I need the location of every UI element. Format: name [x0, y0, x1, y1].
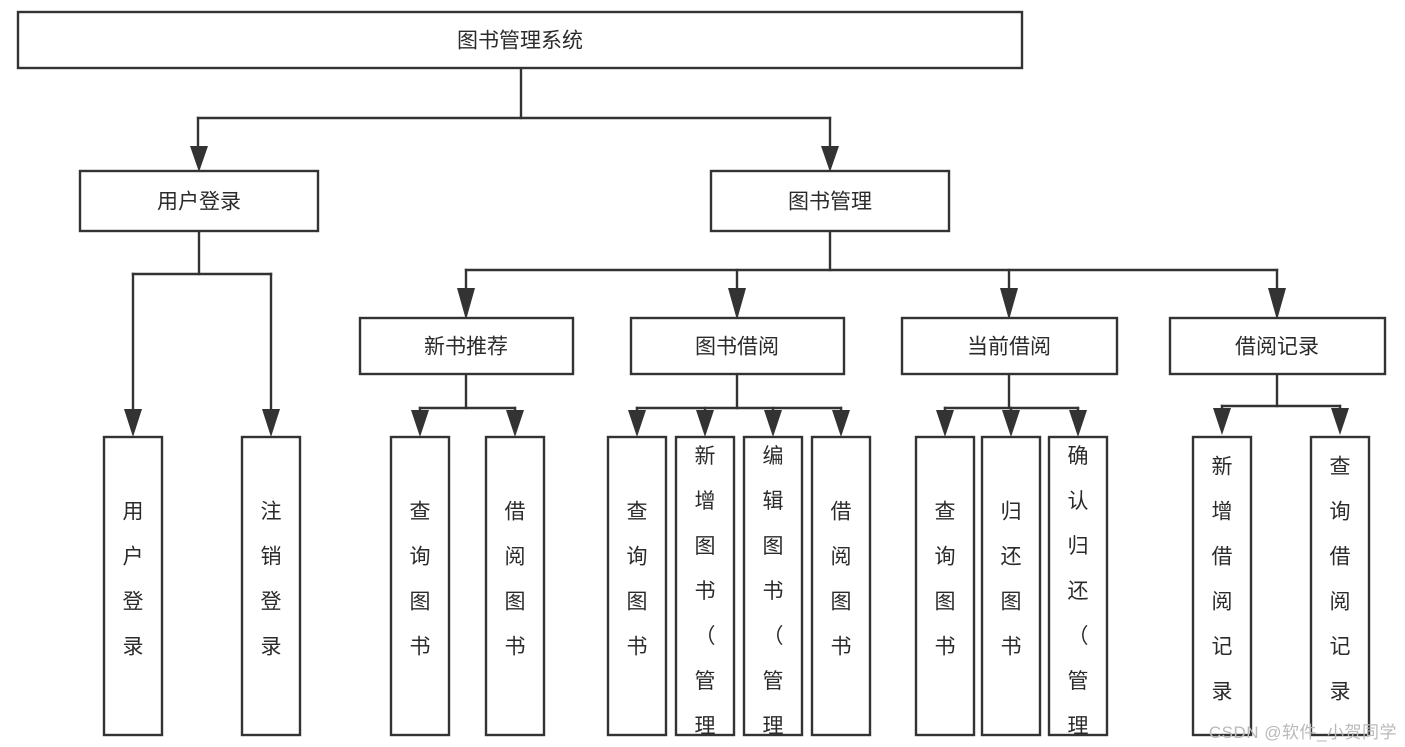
- leaf-label: 借阅图书: [505, 501, 526, 659]
- leaf-box[interactable]: [980, 435, 1042, 737]
- leaf-leaf-borrow-book-1[interactable]: 借阅图书: [484, 435, 546, 737]
- leaf-box[interactable]: [102, 435, 164, 737]
- leaf-leaf-confirm-return[interactable]: 确认归还（管理员）: [1047, 435, 1109, 747]
- leaf-label: 查询借阅记录: [1330, 456, 1351, 704]
- leaf-box[interactable]: [1309, 435, 1371, 737]
- node-new-book-recommend[interactable]: 新书推荐: [358, 316, 575, 376]
- node-user-login-label: 用户登录: [157, 191, 241, 214]
- leaf-box[interactable]: [389, 435, 451, 737]
- leaf-leaf-logout-login[interactable]: 注销登录: [240, 435, 302, 737]
- leaf-box[interactable]: [674, 435, 736, 737]
- node-book-manage-label: 图书管理: [788, 191, 872, 214]
- node-user-login[interactable]: 用户登录: [78, 169, 320, 233]
- leaf-box[interactable]: [742, 435, 804, 737]
- leaf-leaf-query-book-1[interactable]: 查询图书: [389, 435, 451, 737]
- leaf-box[interactable]: [606, 435, 668, 737]
- node-borrow-record-box[interactable]: [1168, 316, 1387, 376]
- node-user-login-box[interactable]: [78, 169, 320, 233]
- leaf-box[interactable]: [810, 435, 872, 737]
- node-borrow-record[interactable]: 借阅记录: [1168, 316, 1387, 376]
- leaf-label: 归还图书: [1001, 501, 1022, 659]
- leaf-label: 查询图书: [935, 501, 956, 659]
- leaf-box[interactable]: [484, 435, 546, 737]
- node-book-borrow-label: 图书借阅: [695, 336, 779, 359]
- leaf-label: 注销登录: [261, 501, 282, 659]
- leaf-node-layer: 用户登录 注销登录 查询图书 借阅图书 查询图书 新增图书（管理员） 编辑图书（管理员） 借阅…: [102, 435, 1371, 747]
- node-current-borrow[interactable]: 当前借阅: [900, 316, 1119, 376]
- leaf-box[interactable]: [240, 435, 302, 737]
- root-box[interactable]: [16, 10, 1024, 70]
- watermark-text: CSDN @软件_小贺同学: [1208, 723, 1397, 742]
- leaf-box[interactable]: [1047, 435, 1109, 737]
- leaf-leaf-query-book-2[interactable]: 查询图书: [606, 435, 668, 737]
- leaf-leaf-add-book[interactable]: 新增图书（管理员）: [674, 435, 736, 747]
- leaf-label: 查询图书: [410, 501, 431, 659]
- node-root-book-management-system[interactable]: 图书管理系统: [16, 10, 1024, 70]
- leaf-leaf-add-record[interactable]: 新增借阅记录: [1191, 435, 1253, 737]
- leaf-label: 查询图书: [627, 501, 648, 659]
- leaf-label: 用户登录: [123, 501, 144, 659]
- leaf-label: 借阅图书: [831, 501, 852, 659]
- leaf-leaf-return-book[interactable]: 归还图书: [980, 435, 1042, 737]
- leaf-label: 新增借阅记录: [1212, 456, 1233, 704]
- node-borrow-record-label: 借阅记录: [1235, 336, 1319, 359]
- leaf-label: 新增图书（管理员）: [695, 445, 716, 747]
- leaf-label: 编辑图书（管理员）: [763, 445, 784, 747]
- leaf-leaf-borrow-book-2[interactable]: 借阅图书: [810, 435, 872, 737]
- node-current-borrow-box[interactable]: [900, 316, 1119, 376]
- node-book-borrow[interactable]: 图书借阅: [629, 316, 846, 376]
- node-book-manage[interactable]: 图书管理: [709, 169, 951, 233]
- node-new-book-recommend-box[interactable]: [358, 316, 575, 376]
- arrow-heads: [124, 146, 1349, 437]
- leaf-leaf-query-book-3[interactable]: 查询图书: [914, 435, 976, 737]
- leaf-leaf-query-record[interactable]: 查询借阅记录: [1309, 435, 1371, 737]
- leaf-box[interactable]: [1191, 435, 1253, 737]
- leaf-leaf-edit-book[interactable]: 编辑图书（管理员）: [742, 435, 804, 747]
- node-book-borrow-box[interactable]: [629, 316, 846, 376]
- leaf-box[interactable]: [914, 435, 976, 737]
- node-book-manage-box[interactable]: [709, 169, 951, 233]
- root-label: 图书管理系统: [457, 30, 583, 53]
- node-new-book-recommend-label: 新书推荐: [424, 336, 508, 359]
- leaf-label: 确认归还（管理员）: [1068, 445, 1089, 747]
- node-current-borrow-label: 当前借阅: [967, 336, 1051, 359]
- leaf-leaf-user-login[interactable]: 用户登录: [102, 435, 164, 737]
